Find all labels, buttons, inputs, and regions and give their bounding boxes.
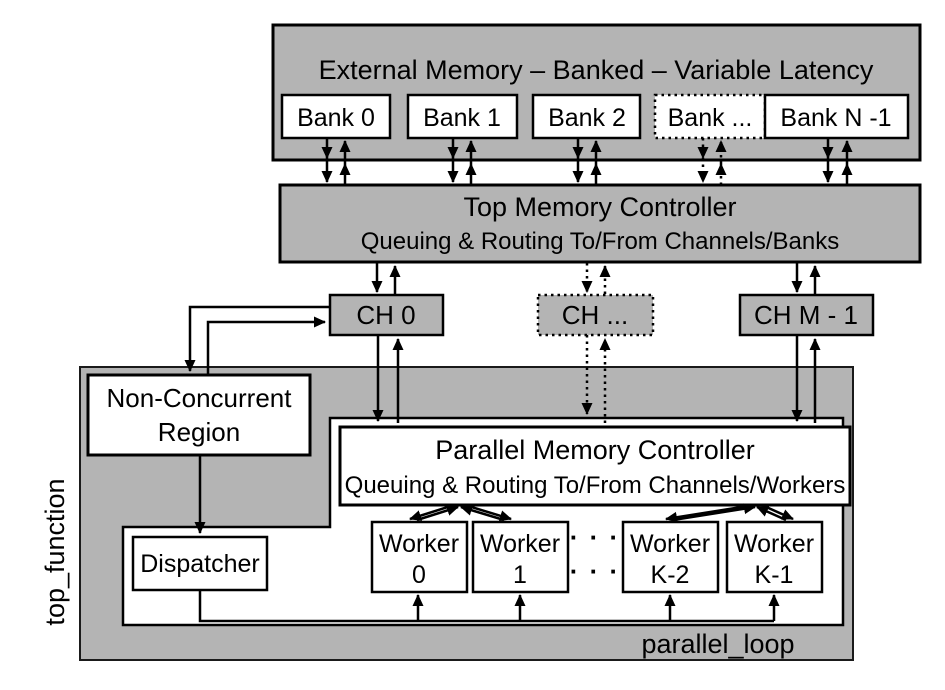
parallel-memory-controller-box xyxy=(338,425,852,507)
pmc-workerk1-arrows xyxy=(756,504,794,522)
bank-ellipsis-label: Bank ... xyxy=(668,104,753,132)
bank-n1-box xyxy=(763,93,910,140)
ch0-to-ncr-connector xyxy=(184,305,330,372)
chm1-pmc-arrows xyxy=(791,335,821,423)
top-function-label: top_function xyxy=(40,478,70,625)
external-memory-title: External Memory – Banked – Variable Late… xyxy=(319,55,874,85)
non-concurrent-region-line1: Non-Concurrent xyxy=(107,383,293,413)
worker-1-line2: 1 xyxy=(513,561,527,589)
tmc-ch-ellipsis-arrows xyxy=(581,263,611,294)
worker-1-box xyxy=(471,520,570,594)
bank-n1-tmc-arrows xyxy=(822,138,853,185)
dispatcher-label: Dispatcher xyxy=(140,550,260,578)
bank-1-box xyxy=(406,93,519,140)
tmc-ch0-arrows xyxy=(371,263,401,294)
tmc-chm1-arrows xyxy=(791,263,821,294)
channel-m1-box xyxy=(738,293,875,337)
bank2-tmc-arrows xyxy=(572,138,602,185)
channel-ellipsis-label: CH ... xyxy=(562,300,628,330)
bank0-tmc-arrows xyxy=(321,138,351,185)
parallel-loop-label: parallel_loop xyxy=(641,629,794,659)
ncr-to-ch0-connector xyxy=(206,316,326,377)
pmc-worker1-arrows xyxy=(460,504,512,522)
bank-ellipsis-tmc-arrows xyxy=(697,138,727,185)
worker-0-line2: 0 xyxy=(412,561,426,589)
worker-0-line1: Worker xyxy=(379,530,459,558)
worker-k1-box xyxy=(725,520,824,594)
bank-0-label: Bank 0 xyxy=(297,104,375,132)
top-memory-controller-box xyxy=(278,183,922,264)
bank-n1-label: Bank N -1 xyxy=(780,104,891,132)
worker-k2-line1: Worker xyxy=(630,530,710,558)
ch0-pmc-arrows xyxy=(372,335,404,423)
pmc-workerk2-arrows xyxy=(665,503,756,523)
parallel-memory-controller-subtitle: Queuing & Routing To/From Channels/Worke… xyxy=(345,472,846,499)
ch-ellipsis-pmc-arrows xyxy=(581,335,611,423)
worker-k1-line1: Worker xyxy=(734,530,814,558)
channel-ellipsis-box xyxy=(536,293,655,337)
dispatcher-box xyxy=(131,535,269,592)
worker-1-line1: Worker xyxy=(480,530,560,558)
top-memory-controller-title: Top Memory Controller xyxy=(463,192,736,222)
top-memory-controller-subtitle: Queuing & Routing To/From Channels/Banks xyxy=(361,228,840,255)
bank-2-box xyxy=(531,93,642,140)
bank-0-box xyxy=(280,93,392,140)
worker-ellipsis-bottom: · · · xyxy=(570,556,620,586)
parallel-memory-controller-title: Parallel Memory Controller xyxy=(435,435,755,465)
worker-k2-box xyxy=(621,520,720,594)
bank-1-label: Bank 1 xyxy=(423,104,501,132)
non-concurrent-region-line2: Region xyxy=(158,417,240,447)
pmc-worker0-arrows xyxy=(409,504,459,522)
worker-k1-line2: K-1 xyxy=(755,561,794,589)
bank1-tmc-arrows xyxy=(447,138,477,185)
channel-m1-label: CH M - 1 xyxy=(754,300,858,330)
channel-0-label: CH 0 xyxy=(356,300,415,330)
external-memory-box xyxy=(271,23,922,162)
worker-0-box xyxy=(370,520,469,594)
non-concurrent-region-box xyxy=(86,373,312,457)
worker-k2-line2: K-2 xyxy=(651,561,690,589)
bank-2-label: Bank 2 xyxy=(548,104,626,132)
channel-0-box xyxy=(328,293,445,337)
worker-ellipsis-top: · · · xyxy=(570,522,620,552)
dispatcher-to-workers-bus xyxy=(198,590,774,623)
